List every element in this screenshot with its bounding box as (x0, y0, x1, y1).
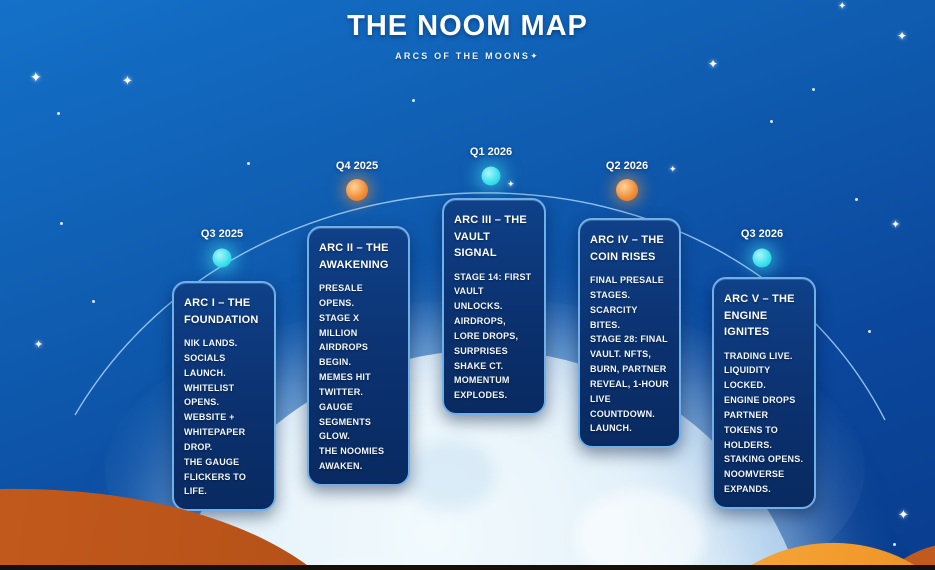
dot-star-icon (92, 300, 95, 303)
milestone-label: Q2 2026 (605, 160, 649, 172)
dot-star-icon (893, 543, 896, 546)
milestone-dot-icon (752, 248, 772, 268)
milestone-label: Q4 2025 (335, 160, 379, 172)
card-title: ARC II – THE AWAKENING (319, 242, 389, 271)
dot-star-icon (770, 120, 773, 123)
roadmap-card-arc-1: ARC I – THE FOUNDATION NIK LANDS. SOCIAL… (172, 281, 276, 512)
dot-star-icon (812, 88, 815, 91)
roadmap-card-arc-2: ARC II – THE AWAKENING PRESALE OPENS. ST… (307, 226, 410, 486)
sparkle-star-icon: ✦ (898, 507, 909, 522)
milestone-label: Q1 2026 (469, 146, 513, 158)
page-subtitle: ARCS OF THE MOONS✦ (395, 51, 540, 61)
moon-crater (575, 490, 705, 570)
card-body: FINAL PRESALE STAGES. SCARCITY BITES. ST… (590, 275, 669, 434)
sparkle-star-icon: ✦ (669, 164, 677, 174)
milestone-dot-icon (616, 179, 638, 201)
sparkle-star-icon: ✦ (507, 179, 515, 189)
moon-crater (405, 440, 495, 510)
sparkle-star-icon: ✦ (708, 57, 719, 71)
roadmap-card-arc-3: ARC III – THE VAULT SIGNAL STAGE 14: FIR… (442, 198, 546, 416)
roadmap-card-arc-4: ARC IV – THE COIN RISES FINAL PRESALE ST… (578, 218, 681, 449)
dot-star-icon (247, 162, 250, 165)
sparkle-star-icon: ✦ (891, 219, 901, 231)
card-body: PRESALE OPENS. STAGE X MILLION AIRDROPS … (319, 283, 385, 472)
card-body: TRADING LIVE. LIQUIDITY LOCKED. ENGINE D… (724, 350, 804, 495)
milestone-dot-icon (212, 248, 232, 268)
card-title: ARC III – THE VAULT SIGNAL (454, 214, 527, 259)
sparkle-star-icon: ✦ (30, 69, 42, 85)
card-body: STAGE 14: FIRST VAULT UNLOCKS. AIRDROPS,… (454, 271, 532, 401)
dot-star-icon (60, 222, 63, 225)
dot-star-icon (855, 198, 858, 201)
sparkle-star-icon: ✦ (897, 29, 908, 43)
sparkle-star-icon: ✦ (838, 1, 847, 12)
card-title: ARC IV – THE COIN RISES (590, 234, 664, 263)
page-title: THE NOOM MAP (347, 10, 588, 42)
card-body: NIK LANDS. SOCIALS LAUNCH. WHITELIST OPE… (184, 338, 247, 497)
card-title: ARC V – THE ENGINE IGNITES (724, 293, 795, 338)
milestone-label: Q3 2025 (200, 228, 244, 240)
sparkle-star-icon: ✦ (122, 73, 133, 88)
bottom-ground-strip (0, 565, 935, 570)
milestone-dot-icon (346, 179, 368, 201)
sparkle-star-icon: ✦ (34, 339, 44, 351)
dot-star-icon (868, 330, 871, 333)
dot-star-icon (412, 99, 415, 102)
milestone-label: Q3 2026 (740, 228, 784, 240)
dot-star-icon (57, 112, 60, 115)
roadmap-card-arc-5: ARC V – THE ENGINE IGNITES TRADING LIVE.… (712, 277, 816, 509)
milestone-dot-icon (481, 166, 501, 186)
card-title: ARC I – THE FOUNDATION (184, 297, 259, 326)
